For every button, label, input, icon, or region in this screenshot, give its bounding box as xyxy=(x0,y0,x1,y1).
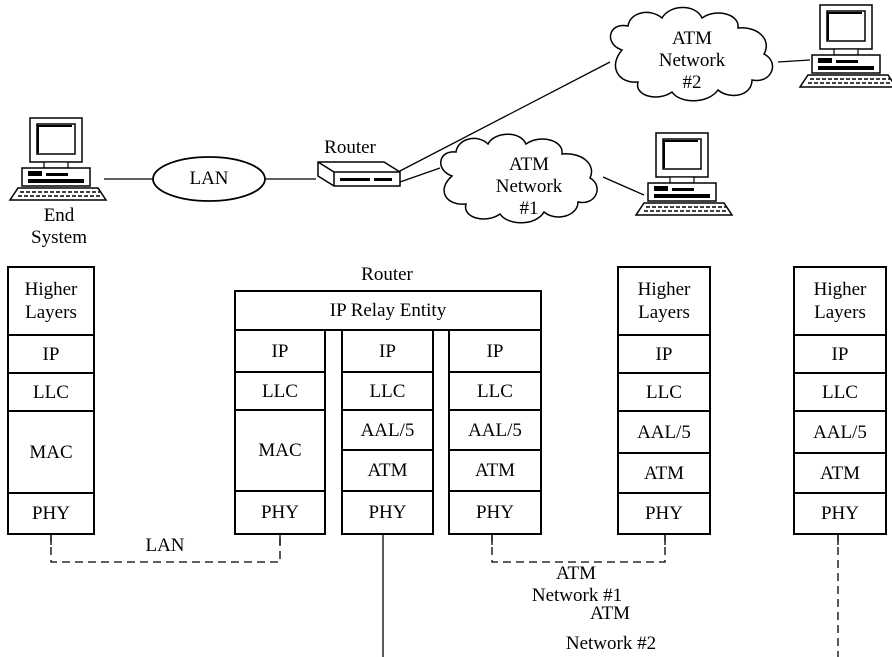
atm1-link-line xyxy=(491,534,666,563)
lan-label: LAN xyxy=(189,168,229,189)
host1-computer-icon xyxy=(635,132,733,216)
stack-cell: ATM xyxy=(343,449,432,490)
lan-link-label: LAN xyxy=(145,535,185,556)
stack-cell: IP xyxy=(795,334,885,372)
lan-ellipse xyxy=(152,156,266,202)
router-label: Router xyxy=(324,137,376,158)
host2-stack: Higher Layers IP LLC AAL/5 ATM PHY xyxy=(793,266,887,535)
stack-cell: LLC xyxy=(619,372,709,410)
atm2-link-label-line2: Network #2 xyxy=(565,633,657,654)
stack-cell: PHY xyxy=(795,492,885,533)
stack-cell: ATM xyxy=(619,452,709,492)
atm1-cloud-icon xyxy=(440,133,598,224)
stack-cell: ATM xyxy=(450,449,540,490)
stack-cell: PHY xyxy=(343,490,432,533)
stack-cell: ATM xyxy=(795,452,885,492)
atm1-link-label-line2: Network #1 xyxy=(531,585,623,606)
stack-cell: LLC xyxy=(795,372,885,410)
stack-cell: Higher Layers xyxy=(813,279,867,323)
stack-cell: LLC xyxy=(236,371,324,409)
router-icon xyxy=(317,161,401,187)
stack-cell: LLC xyxy=(9,372,93,410)
stack-cell: AAL/5 xyxy=(795,410,885,452)
atm2-link-label-line1: ATM xyxy=(589,603,631,624)
router-lan-stack: IP LLC MAC PHY xyxy=(234,331,326,535)
host1-stack: Higher Layers IP LLC AAL/5 ATM PHY xyxy=(617,266,711,535)
stack-cell: IP xyxy=(9,334,93,372)
stack-cell: Higher Layers xyxy=(24,279,78,323)
stack-cell: PHY xyxy=(9,492,93,533)
end-system-stack: Higher Layers IP LLC MAC PHY xyxy=(7,266,95,535)
atm2-link-line xyxy=(382,534,839,657)
stack-cell: PHY xyxy=(450,490,540,533)
router-atm2-stack: IP LLC AAL/5 ATM PHY xyxy=(448,331,542,535)
stack-cell: IP xyxy=(271,340,289,362)
atm2-cloud-icon xyxy=(609,6,774,102)
stack-cell: IP xyxy=(486,340,504,362)
stack-cell: Higher Layers xyxy=(637,279,691,323)
atm2-cloud-label: ATM Network #2 xyxy=(658,28,726,93)
stack-cell: LLC xyxy=(450,371,540,409)
ip-relay-entity: IP Relay Entity xyxy=(234,290,542,331)
end-system-computer-icon xyxy=(9,117,107,201)
host2-computer-icon xyxy=(799,4,892,88)
router-stack-caption: Router xyxy=(361,264,413,285)
stack-cell: AAL/5 xyxy=(450,409,540,449)
lan-link-line xyxy=(50,534,281,563)
atm1-link-label-line1: ATM xyxy=(555,563,597,584)
stack-cell: IP xyxy=(619,334,709,372)
router-atm1-stack: IP LLC AAL/5 ATM PHY xyxy=(341,331,434,535)
stack-cell: IP xyxy=(379,340,396,362)
end-system-label: End System xyxy=(31,205,87,248)
stack-cell: AAL/5 xyxy=(343,409,432,449)
stack-cell: PHY xyxy=(236,490,324,533)
atm1-cloud-label: ATM Network #1 xyxy=(495,154,563,219)
stack-cell: MAC xyxy=(236,409,324,490)
stack-cell: AAL/5 xyxy=(619,410,709,452)
stack-cell: MAC xyxy=(9,410,93,492)
stack-cell: PHY xyxy=(619,492,709,533)
stack-cell: LLC xyxy=(343,371,432,409)
